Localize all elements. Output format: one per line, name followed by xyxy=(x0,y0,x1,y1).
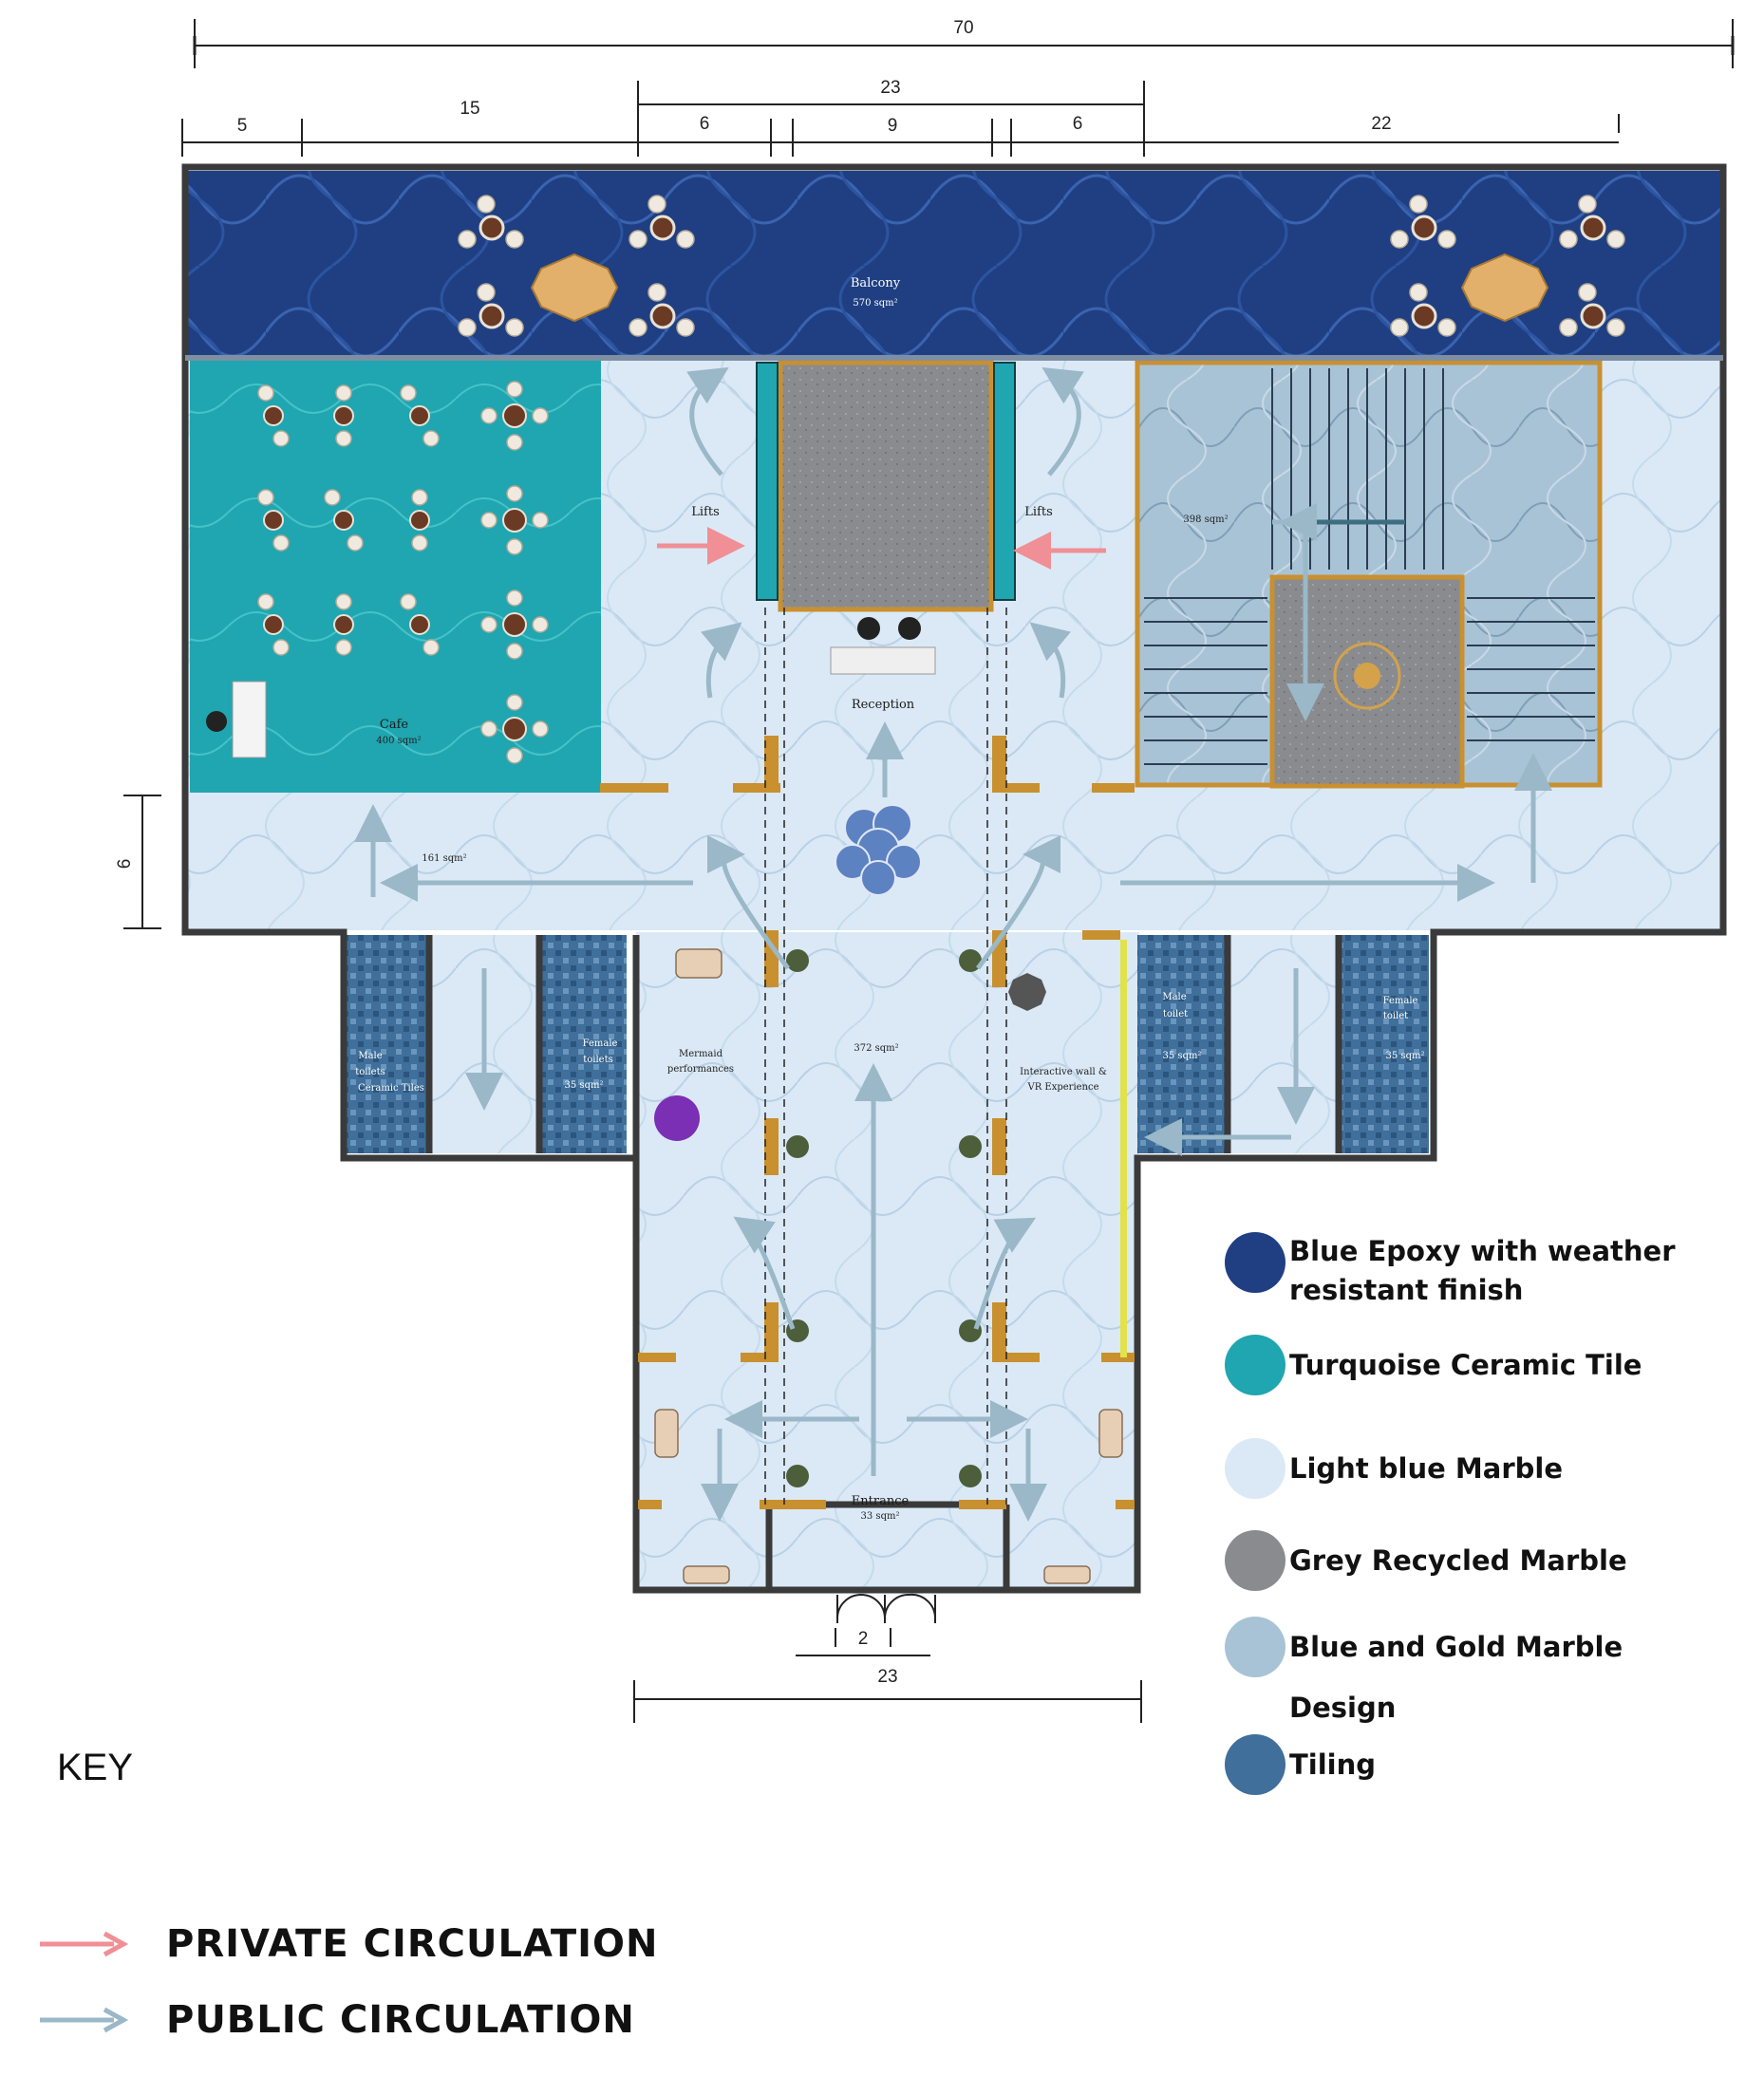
mermaid-stage-icon xyxy=(654,1095,700,1141)
entrance-doors xyxy=(836,1593,937,1623)
legend-label: Blue and Gold Marble Design xyxy=(1289,1631,1623,1724)
legend-label: Grey Recycled Marble xyxy=(1289,1544,1627,1577)
light-marble-swatch xyxy=(1225,1438,1285,1499)
dim-door: 2 xyxy=(858,1629,869,1649)
dim-6-left: 6 xyxy=(700,114,710,134)
turquoise-swatch xyxy=(1225,1335,1285,1395)
gold-partitions xyxy=(600,736,1135,1509)
private-arrow-icon xyxy=(40,1931,128,1957)
umbrella-icon xyxy=(530,252,619,323)
dim-23-top: 23 xyxy=(880,78,900,98)
dimension-labels: 70 23 5 15 6 9 6 22 6 2 23 xyxy=(115,18,1392,1687)
female-toilet-right-1: Female xyxy=(1383,996,1418,1006)
cafe-label: Cafe xyxy=(380,718,409,732)
female-toilet-right-3: 35 sqm² xyxy=(1386,1051,1425,1061)
male-toilets-left-1: Male xyxy=(358,1051,382,1061)
lobby-floor xyxy=(636,932,1139,1587)
umbrella-icon xyxy=(1460,252,1549,323)
blue-gold-swatch xyxy=(1225,1617,1285,1677)
dim-6-right: 6 xyxy=(1073,114,1083,134)
hall-area: 398 sqm² xyxy=(1183,514,1228,525)
dim-6-vertical: 6 xyxy=(115,859,135,870)
dim-22: 22 xyxy=(1371,114,1391,134)
sphere-sculpture xyxy=(835,804,922,896)
legend-item-grey-marble: Grey Recycled Marble xyxy=(1225,1530,1736,1591)
private-circulation-label: PRIVATE CIRCULATION xyxy=(166,1922,659,1966)
interactive-label-1: Interactive wall & xyxy=(1020,1067,1107,1077)
vr-device-icon xyxy=(1008,973,1046,1011)
key-title: KEY xyxy=(57,1747,134,1788)
interactive-label-2: VR Experience xyxy=(1026,1082,1098,1093)
cafe-area: 400 sqm² xyxy=(376,736,421,746)
public-circulation-arrows xyxy=(354,366,1552,1522)
male-toilet-right-3: 35 sqm² xyxy=(1163,1051,1202,1061)
balcony-area: 570 sqm² xyxy=(853,298,897,309)
dim-5: 5 xyxy=(237,116,248,136)
balcony-floor xyxy=(187,171,1721,356)
legend-item-turquoise: Turquoise Ceramic Tile xyxy=(1225,1335,1736,1395)
dim-9: 9 xyxy=(888,116,898,136)
legend-label: Light blue Marble xyxy=(1289,1452,1563,1485)
legend-item-epoxy: Blue Epoxy with weather resistant finish xyxy=(1225,1232,1736,1310)
public-circulation-key: PUBLIC CIRCULATION xyxy=(38,1998,635,2042)
furniture xyxy=(206,195,1625,1623)
grey-marble-swatch xyxy=(1225,1530,1285,1591)
female-toilet-right-2: toilet xyxy=(1383,1011,1408,1021)
public-circulation-label: PUBLIC CIRCULATION xyxy=(166,1998,635,2042)
main-area: 372 sqm² xyxy=(854,1043,898,1054)
balcony-label: Balcony xyxy=(851,276,901,290)
public-arrow-icon xyxy=(40,2007,128,2033)
female-toilets-left-1: Female xyxy=(583,1038,618,1049)
legend-item-tiling: Tiling xyxy=(1225,1734,1736,1795)
dim-23-bottom: 23 xyxy=(877,1667,897,1687)
female-toilets-left-2: toilets xyxy=(583,1055,613,1065)
entrance-label: Entrance xyxy=(852,1494,910,1508)
walkway-lines xyxy=(764,608,1007,1505)
legend-item-blue-gold: Blue and Gold Marble Design xyxy=(1225,1617,1736,1738)
staircase xyxy=(1144,368,1595,765)
lift-core xyxy=(778,360,994,612)
legend-item-light-marble: Light blue Marble xyxy=(1225,1438,1736,1499)
male-toilet-right-2: toilet xyxy=(1163,1009,1188,1019)
plant-icon xyxy=(786,949,982,1487)
epoxy-swatch xyxy=(1225,1232,1285,1293)
room-labels: Balcony 570 sqm² Cafe 400 sqm² Lifts Lif… xyxy=(355,276,1424,1522)
mermaid-label-1: Mermaid xyxy=(679,1049,723,1059)
interactive-wall xyxy=(1120,940,1127,1357)
legend-label: Tiling xyxy=(1289,1749,1377,1781)
chandelier-icon xyxy=(1333,642,1401,710)
mermaid-label-2: performances xyxy=(667,1064,734,1075)
male-toilet-right-1: Male xyxy=(1162,992,1186,1002)
corridor-area: 161 sqm² xyxy=(422,853,466,864)
legend-label: Blue Epoxy with weather resistant finish xyxy=(1289,1235,1676,1306)
female-toilets-left-3: 35 sqm² xyxy=(565,1080,604,1091)
private-circulation-arrows xyxy=(657,527,1106,570)
reception-label: Reception xyxy=(852,698,915,712)
lifts-right-label: Lifts xyxy=(1024,505,1053,519)
dim-15: 15 xyxy=(460,99,479,119)
lifts-left-label: Lifts xyxy=(691,505,720,519)
legend-label: Turquoise Ceramic Tile xyxy=(1289,1349,1642,1381)
private-circulation-key: PRIVATE CIRCULATION xyxy=(38,1922,659,1966)
male-toilets-left-3: Ceramic Tiles xyxy=(358,1083,424,1094)
male-toilets-left-2: toilets xyxy=(355,1067,385,1077)
entrance-area: 33 sqm² xyxy=(861,1511,900,1522)
dimension-lines xyxy=(123,19,1735,1723)
tiling-swatch xyxy=(1225,1734,1285,1795)
dim-total: 70 xyxy=(953,18,973,38)
